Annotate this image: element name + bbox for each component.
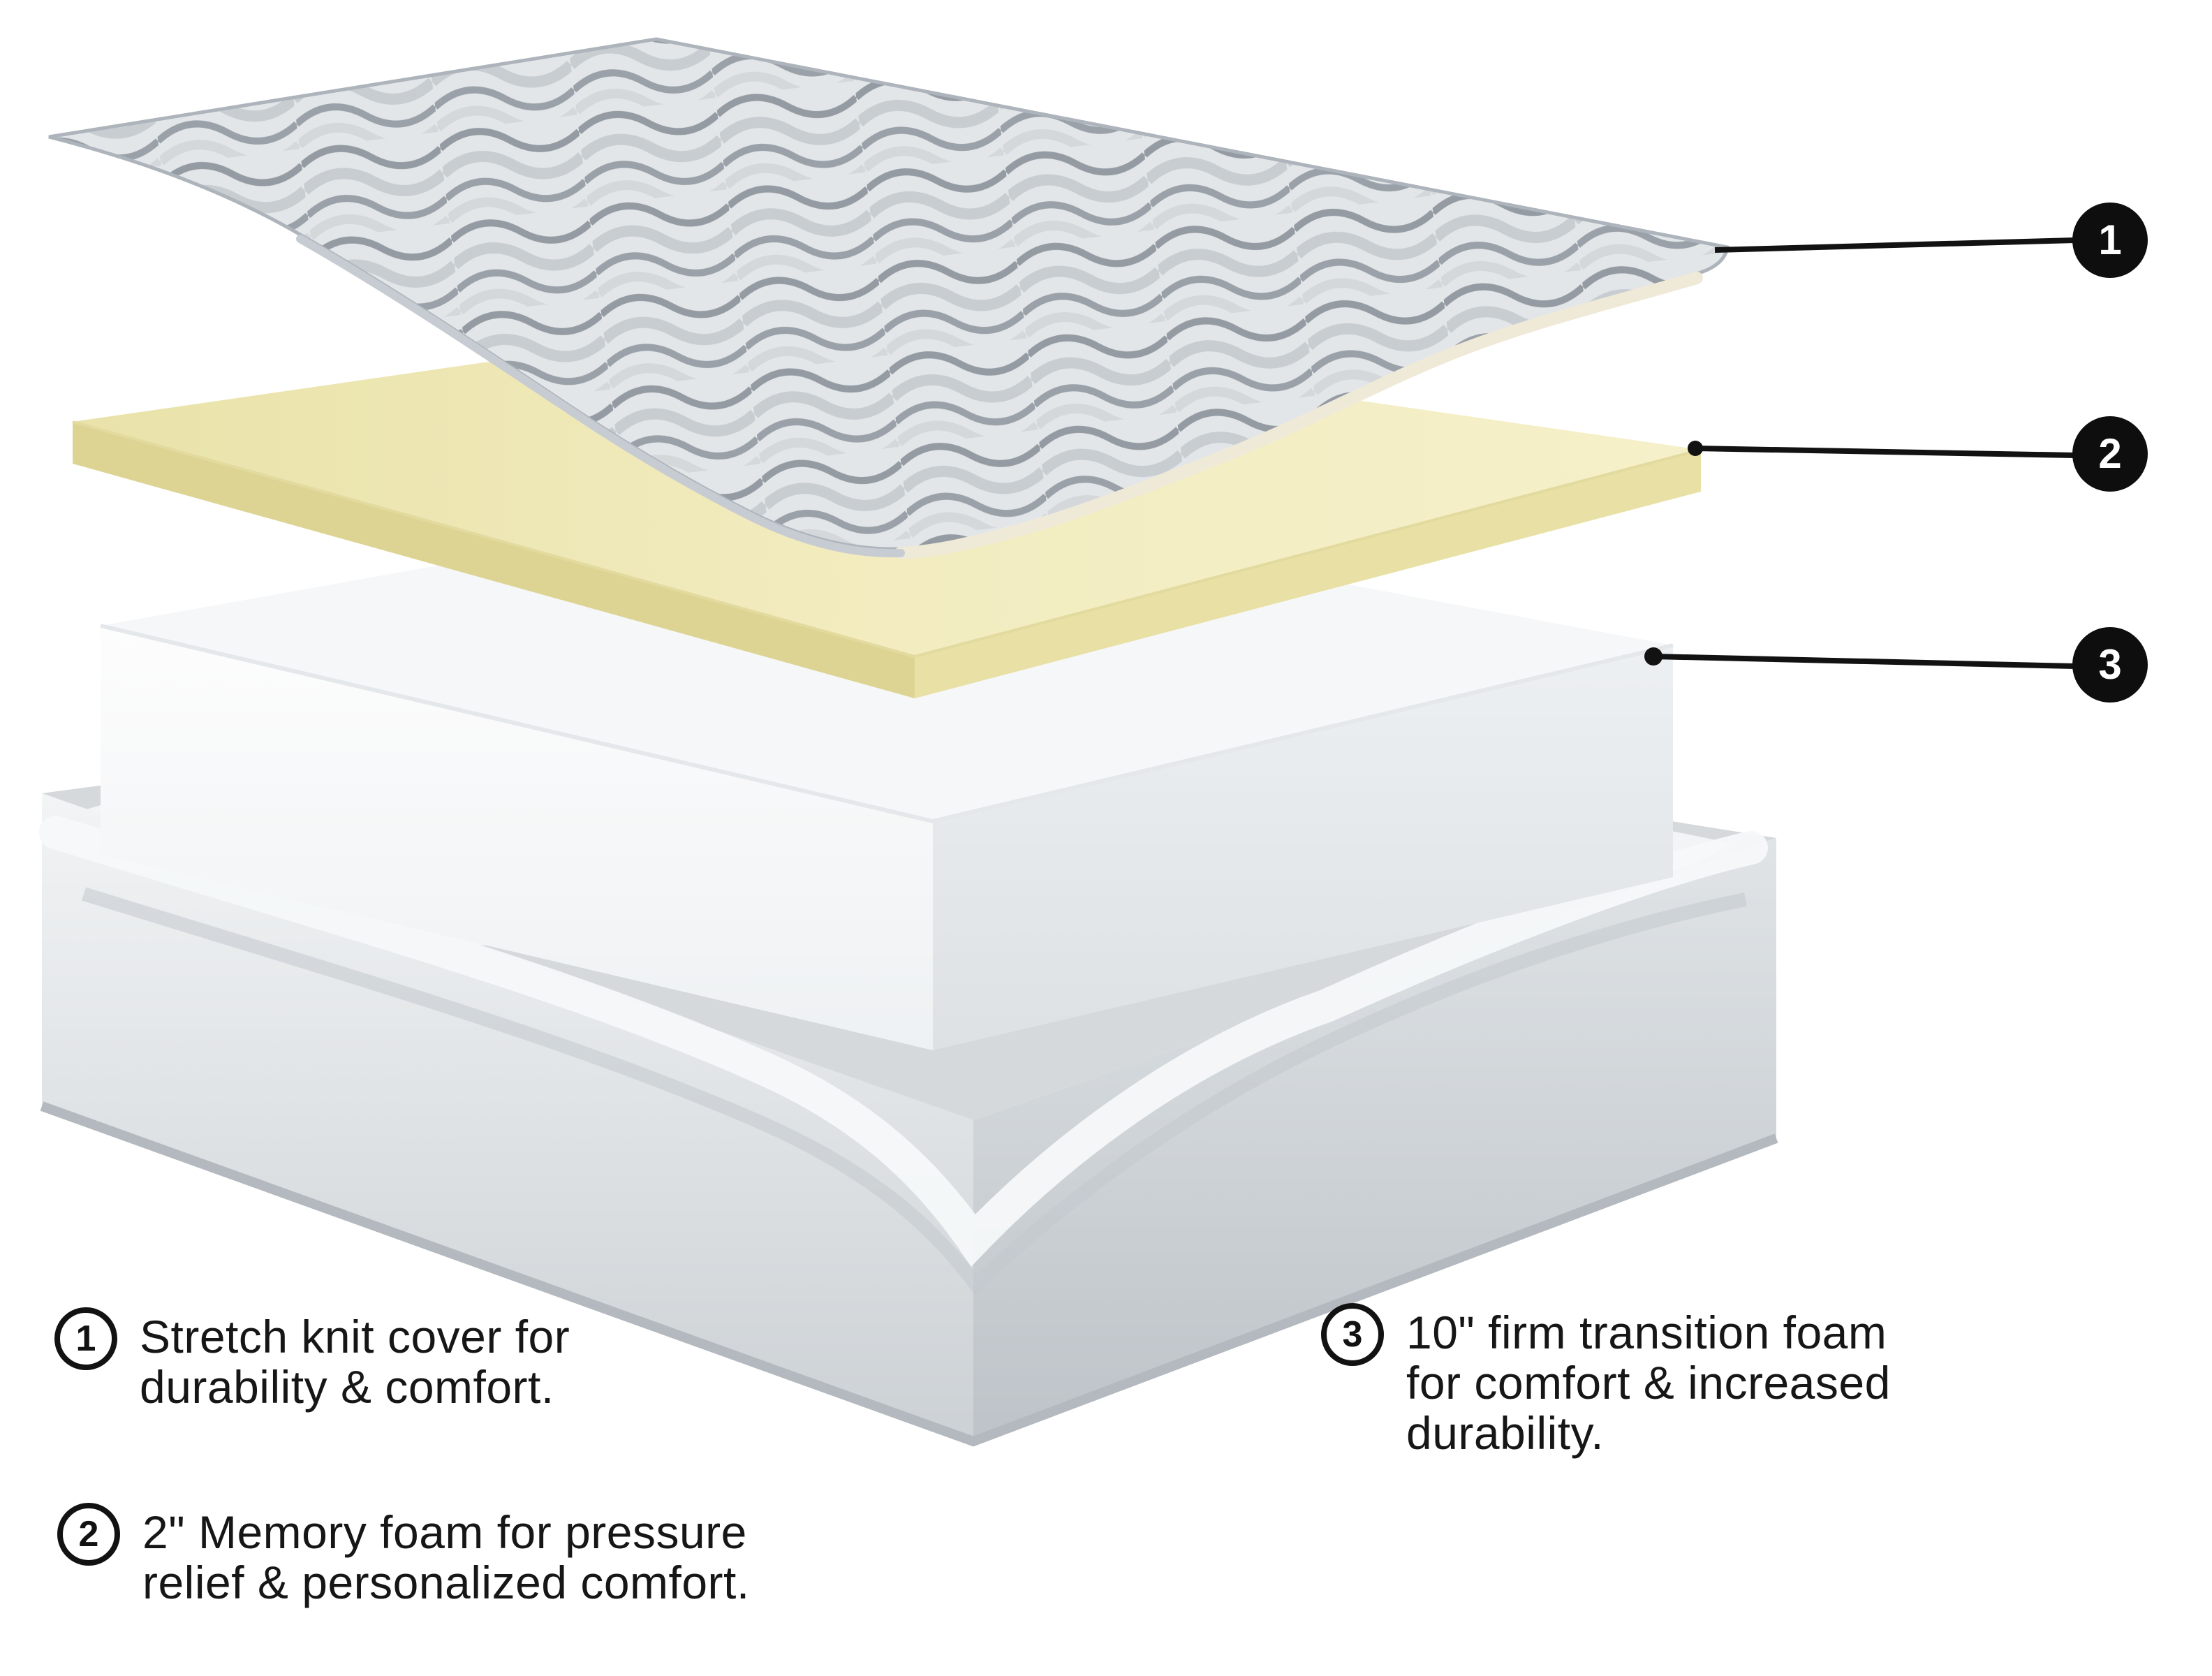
callout-line-2 [1695, 446, 2076, 458]
legend-number-2: 2 [57, 1503, 120, 1566]
legend-number-3: 3 [1321, 1303, 1384, 1366]
cover-hem-edge [894, 272, 1703, 559]
memory-left-face [73, 422, 915, 698]
legend-line: for comfort & increased [1406, 1357, 1891, 1409]
callout-dot-3 [1644, 647, 1662, 666]
transition-right-face [933, 645, 1673, 1050]
legend-text-1: Stretch knit cover for durability & comf… [140, 1311, 570, 1412]
legend-item-2: 2 2" Memory foam for pressure relief & p… [57, 1503, 750, 1608]
legend-line: Stretch knit cover for [140, 1311, 570, 1362]
transition-left-face [101, 626, 933, 1050]
callout-marker-2: 2 [2072, 416, 2148, 492]
base-right-face [973, 838, 1776, 1441]
legend-line: 2" Memory foam for pressure [142, 1506, 747, 1558]
legend-text-2: 2" Memory foam for pressure relief & per… [142, 1507, 750, 1608]
legend-text-3: 10" firm transition foam for comfort & i… [1406, 1307, 1891, 1458]
legend-item-1: 1 Stretch knit cover for durability & co… [54, 1307, 570, 1412]
transition-edge-line [100, 624, 1674, 824]
legend-line: relief & personalized comfort. [142, 1557, 750, 1608]
callout-lines [1653, 237, 2076, 669]
legend-item-3: 3 10" firm transition foam for comfort &… [1321, 1303, 1891, 1458]
base-front-wave-highlight [39, 816, 1768, 1267]
legend-line: 10" firm transition foam [1406, 1307, 1887, 1358]
cover-layer [48, 37, 1730, 559]
legend-number-1: 1 [54, 1307, 117, 1370]
callout-marker-1: 1 [2072, 203, 2148, 278]
callout-marker-3: 3 [2072, 627, 2148, 703]
memory-edge-line [72, 420, 1702, 659]
base-bottom-edge [40, 1101, 1778, 1447]
memory-right-face [915, 450, 1701, 698]
cover-left-edge-shade [296, 235, 905, 558]
legend-line: durability & comfort. [140, 1361, 554, 1413]
callout-line-1 [1714, 237, 2076, 253]
legend-line: durability. [1406, 1407, 1605, 1459]
callout-line-3 [1653, 654, 2076, 669]
callout-dot-2 [1688, 441, 1703, 456]
base-front-wave-shadow [82, 887, 1747, 1296]
